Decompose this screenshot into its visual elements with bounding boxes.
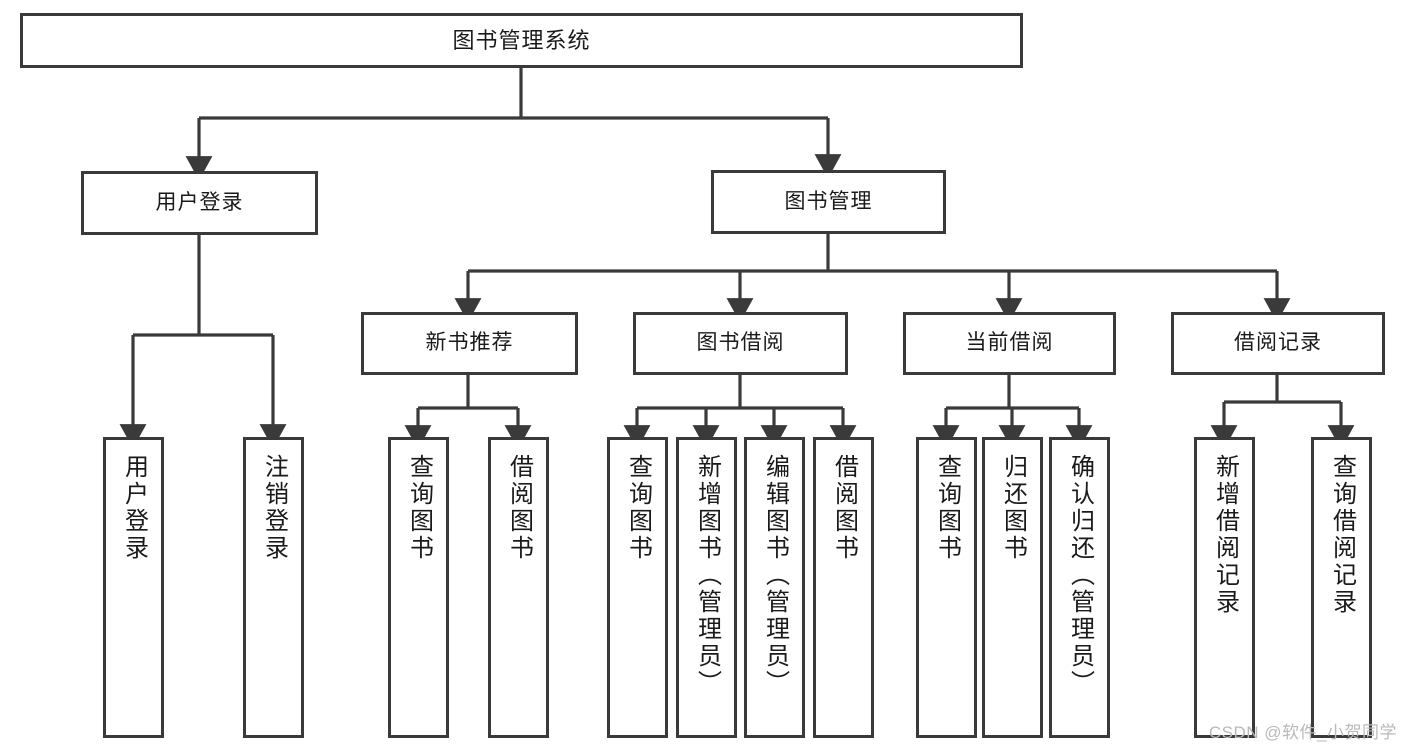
node-root[interactable]: 图书管理系统 [20, 13, 1023, 68]
node-leaf-borrow-book-1-label: 借阅图书 [505, 454, 533, 562]
node-leaf-add-book[interactable]: 新增图书（管理员） [676, 437, 737, 738]
node-leaf-query-record[interactable]: 查询借阅记录 [1311, 437, 1372, 738]
node-leaf-user-login-label: 用户登录 [120, 454, 148, 562]
node-root-label: 图书管理系统 [452, 27, 591, 53]
node-book-borrow[interactable]: 图书借阅 [633, 312, 848, 375]
node-leaf-add-record-label: 新增借阅记录 [1211, 454, 1239, 616]
node-leaf-query-book-2[interactable]: 查询图书 [607, 437, 668, 738]
node-leaf-borrow-book-2[interactable]: 借阅图书 [813, 437, 874, 738]
node-book-borrow-label: 图书借阅 [696, 331, 785, 355]
node-book-mgmt[interactable]: 图书管理 [711, 170, 946, 234]
node-leaf-borrow-book-2-label: 借阅图书 [830, 454, 858, 562]
node-new-book-rec-label: 新书推荐 [425, 331, 514, 355]
csdn-watermark: CSDN @软件_小贺同学 [1208, 723, 1397, 742]
node-leaf-add-book-label: 新增图书（管理员） [693, 454, 721, 697]
node-leaf-edit-book[interactable]: 编辑图书（管理员） [744, 437, 805, 738]
node-leaf-confirm-return[interactable]: 确认归还（管理员） [1049, 437, 1110, 738]
node-user-login[interactable]: 用户登录 [81, 171, 318, 235]
node-current-borrow-label: 当前借阅 [965, 331, 1054, 355]
node-leaf-user-logout[interactable]: 注销登录 [243, 437, 304, 738]
node-current-borrow[interactable]: 当前借阅 [903, 312, 1116, 375]
node-borrow-record-label: 借阅记录 [1234, 331, 1322, 355]
node-leaf-return-book[interactable]: 归还图书 [982, 437, 1043, 738]
node-leaf-return-book-label: 归还图书 [999, 454, 1027, 562]
node-leaf-query-record-label: 查询借阅记录 [1328, 454, 1356, 616]
node-new-book-rec[interactable]: 新书推荐 [361, 312, 578, 375]
node-borrow-record[interactable]: 借阅记录 [1171, 312, 1385, 375]
node-leaf-query-book-2-label: 查询图书 [624, 454, 652, 562]
node-book-mgmt-label: 图书管理 [784, 189, 873, 213]
node-leaf-borrow-book-1[interactable]: 借阅图书 [488, 437, 549, 738]
node-leaf-user-login[interactable]: 用户登录 [103, 437, 164, 738]
node-leaf-query-book-1-label: 查询图书 [405, 454, 433, 562]
node-leaf-user-logout-label: 注销登录 [260, 454, 288, 562]
node-leaf-add-record[interactable]: 新增借阅记录 [1194, 437, 1255, 738]
node-leaf-edit-book-label: 编辑图书（管理员） [761, 454, 789, 697]
node-user-login-label: 用户登录 [155, 190, 244, 214]
node-leaf-query-book-3-label: 查询图书 [933, 454, 961, 562]
node-leaf-query-book-3[interactable]: 查询图书 [916, 437, 977, 738]
node-leaf-confirm-return-label: 确认归还（管理员） [1066, 454, 1094, 697]
node-leaf-query-book-1[interactable]: 查询图书 [388, 437, 449, 738]
